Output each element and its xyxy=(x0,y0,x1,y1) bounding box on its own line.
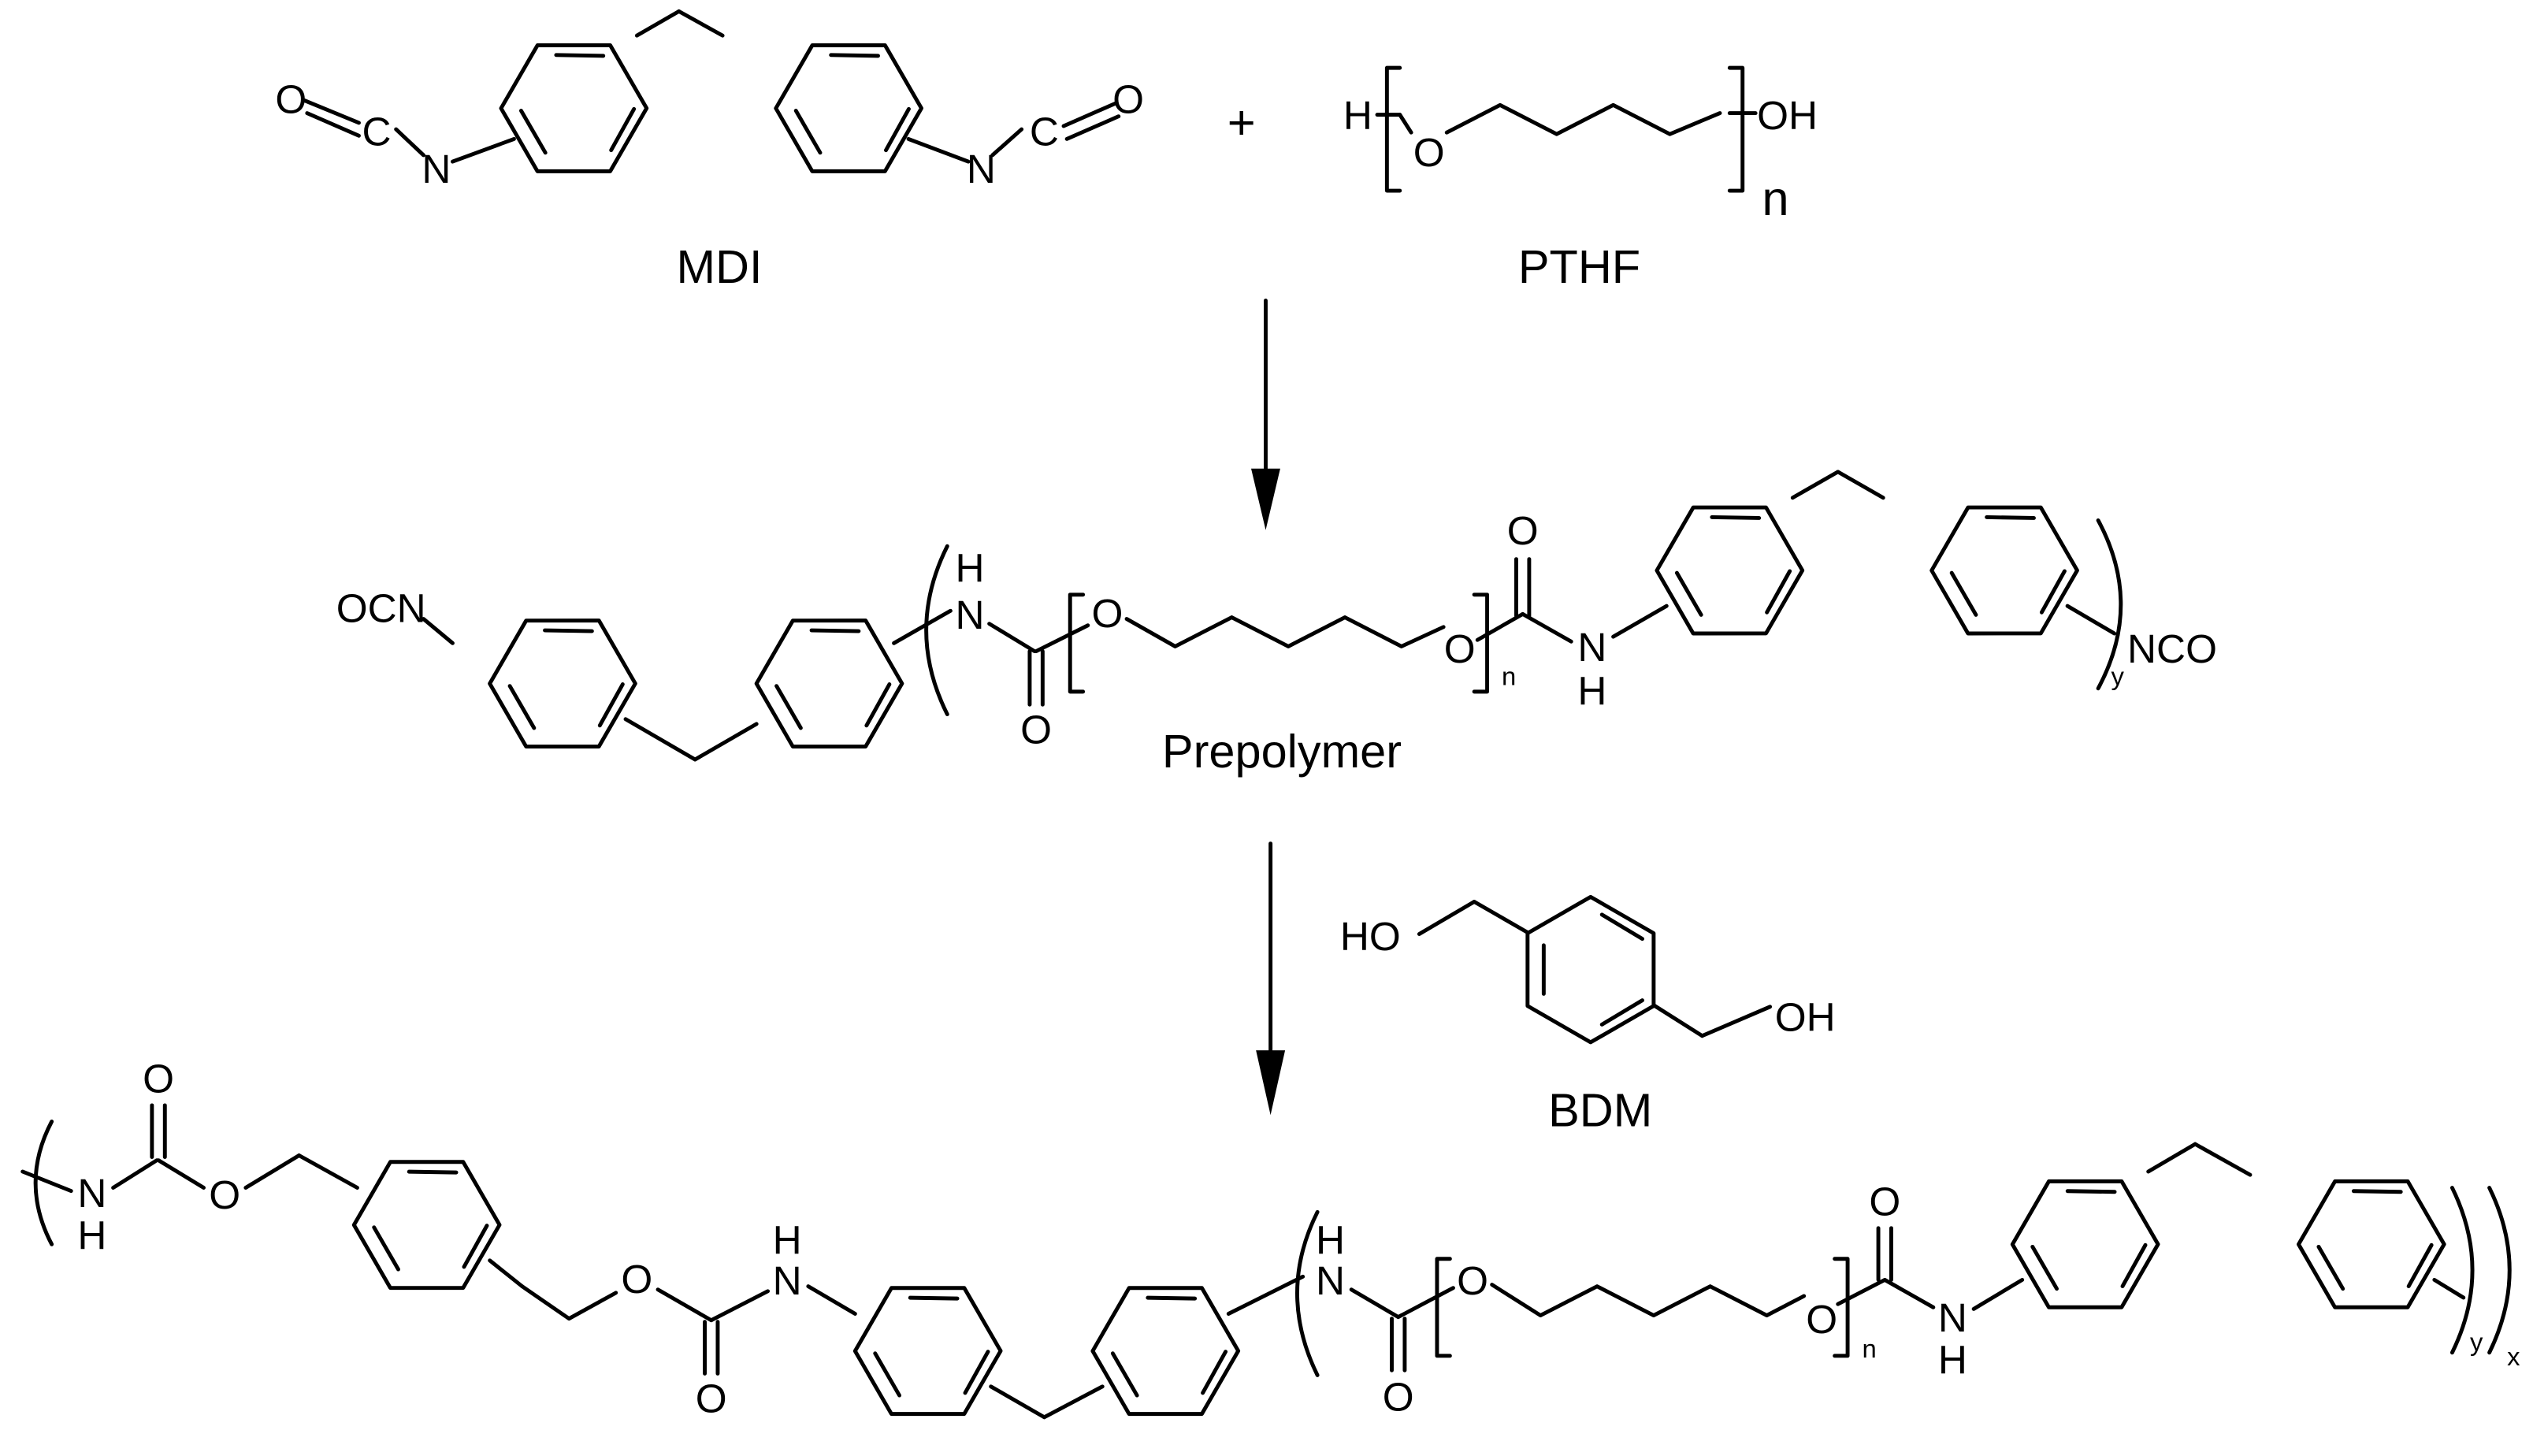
reaction-arrow-2 xyxy=(1256,841,1286,1116)
prepolymer-label: Prepolymer xyxy=(1162,725,1402,778)
product-nh4-n: N xyxy=(1938,1295,1967,1340)
prepolymer-carbonyl-o2: O xyxy=(1507,508,1539,553)
mdi-label: MDI xyxy=(676,240,762,293)
pthf-repeat-n: n xyxy=(1762,172,1788,226)
product-repeat-x: x xyxy=(2507,1342,2520,1371)
polyurethane-structure: N H O O O O H N H N O O xyxy=(20,1057,2520,1446)
product-carbonyl-o2: O xyxy=(696,1376,727,1421)
product-ether-o1: O xyxy=(1457,1258,1488,1303)
mdi-oxygen-right: O xyxy=(1112,77,1144,122)
product-ether-o2: O xyxy=(1806,1297,1837,1342)
mdi-carbon-right: C xyxy=(1030,110,1059,154)
bdm-label: BDM xyxy=(1548,1084,1652,1137)
product-carbonyl-o3: O xyxy=(1383,1375,1414,1420)
pthf-hydrogen: H xyxy=(1343,93,1372,138)
prepolymer-ocn: OCN xyxy=(336,586,426,631)
product-repeat-y: y xyxy=(2470,1328,2483,1357)
mdi-carbon-left: C xyxy=(362,110,392,154)
product-nh2-h: H xyxy=(773,1218,802,1263)
mdi-nitrogen-right: N xyxy=(967,147,996,191)
product-nh2-n: N xyxy=(773,1258,802,1303)
product-nh1-h: H xyxy=(77,1213,106,1257)
product-nh3-h: H xyxy=(1316,1218,1345,1263)
product-repeat-n: n xyxy=(1863,1334,1877,1363)
product-nh1-n: N xyxy=(77,1171,106,1216)
mdi-oxygen-left: O xyxy=(275,77,306,122)
product-nh3-n: N xyxy=(1316,1258,1345,1303)
plus-sign: + xyxy=(1228,95,1256,150)
prepolymer-structure: OCN H N O O O n O N H y NCO xyxy=(336,470,2217,778)
pthf-oxygen: O xyxy=(1413,130,1445,175)
pthf-hydroxyl: OH xyxy=(1757,93,1818,138)
reaction-arrow-1 xyxy=(1251,299,1280,530)
product-carbonyl-o1: O xyxy=(143,1057,174,1101)
bdm-structure: HO OH BDM xyxy=(1340,897,1836,1137)
prepolymer-nh2-h: H xyxy=(1577,668,1606,713)
prepolymer-nh1-h: H xyxy=(955,545,984,590)
prepolymer-repeat-n: n xyxy=(1502,662,1516,691)
mdi-structure: O C N N C O MDI xyxy=(275,9,1144,293)
prepolymer-repeat-y: y xyxy=(2111,662,2125,691)
product-ester-o1: O xyxy=(209,1172,240,1217)
bdm-hydroxyl-left: HO xyxy=(1340,914,1401,959)
prepolymer-ether-o2: O xyxy=(1444,626,1476,671)
prepolymer-nco: NCO xyxy=(2127,626,2217,671)
product-ester-o2: O xyxy=(621,1257,652,1302)
pthf-structure: H O OH n PTHF xyxy=(1343,65,1818,293)
prepolymer-nh1-n: N xyxy=(955,592,984,637)
pthf-label: PTHF xyxy=(1518,240,1640,293)
prepolymer-nh2-n: N xyxy=(1577,625,1606,670)
prepolymer-carbonyl-o1: O xyxy=(1020,707,1052,752)
product-carbonyl-o4: O xyxy=(1869,1179,1900,1224)
prepolymer-ether-o1: O xyxy=(1091,591,1123,636)
product-nh4-h: H xyxy=(1938,1337,1967,1382)
bdm-hydroxyl-right: OH xyxy=(1775,995,1836,1040)
mdi-nitrogen-left: N xyxy=(422,147,451,191)
